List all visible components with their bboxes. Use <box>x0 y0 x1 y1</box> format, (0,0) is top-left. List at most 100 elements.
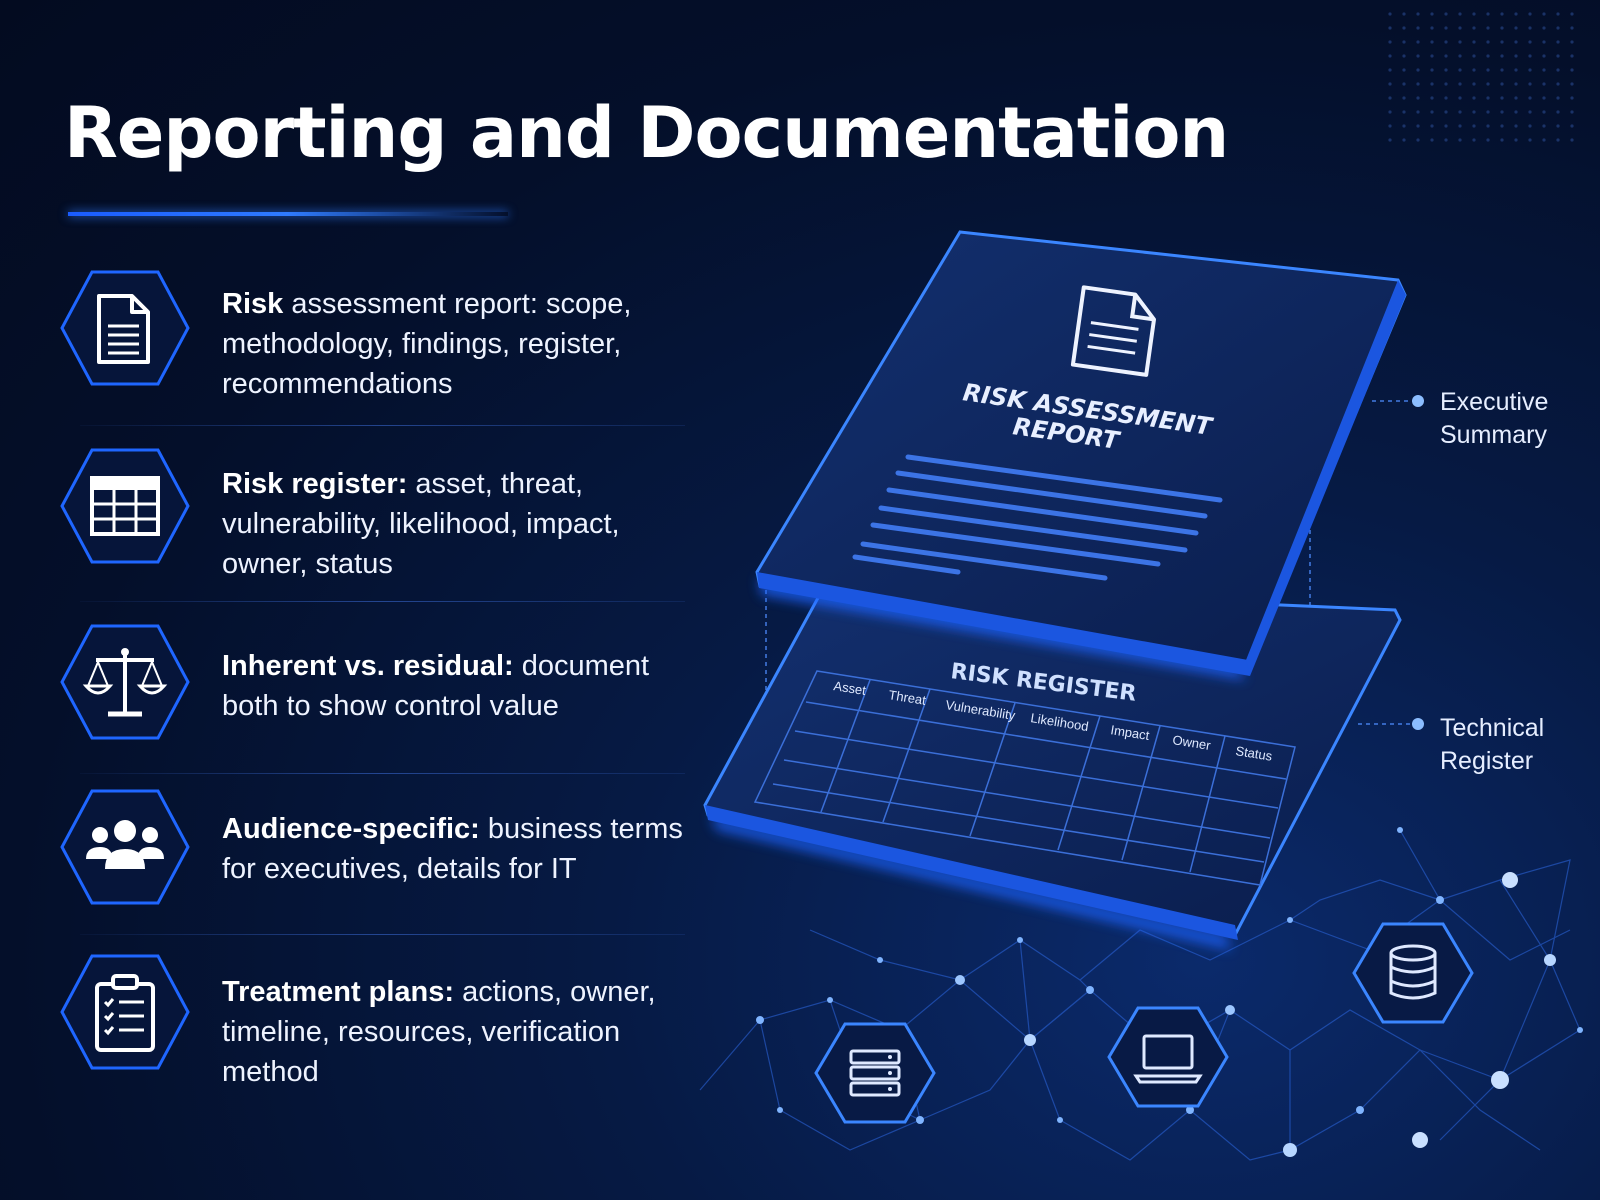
grid-dot <box>1500 12 1504 16</box>
report-text-lines <box>852 454 1223 581</box>
grid-dot <box>1500 138 1504 142</box>
grid-dot <box>1514 12 1518 16</box>
grid-dot <box>1472 54 1476 58</box>
grid-dot <box>1416 54 1420 58</box>
grid-dot <box>1514 68 1518 72</box>
grid-dot <box>1458 12 1462 16</box>
connector-dot <box>1412 395 1424 407</box>
grid-dot <box>1458 54 1462 58</box>
grid-dot <box>1388 26 1392 30</box>
column-header: Impact <box>1110 722 1151 743</box>
document-icon <box>1070 285 1156 377</box>
server-icon <box>814 1022 936 1124</box>
grid-dot <box>1458 110 1462 114</box>
grid-dot <box>1416 12 1420 16</box>
grid-dot <box>1416 138 1420 142</box>
item-text: Risk assessment report: scope, methodolo… <box>222 288 632 400</box>
grid-dot <box>1486 124 1490 128</box>
grid-dot <box>1570 54 1574 58</box>
register-grid <box>753 670 1296 886</box>
grid-dot <box>1444 12 1448 16</box>
grid-dot <box>1556 68 1560 72</box>
item-text: Audience-specific: business terms for ex… <box>222 813 683 885</box>
grid-dot <box>1486 26 1490 30</box>
grid-dot <box>1528 138 1532 142</box>
grid-dot <box>1514 54 1518 58</box>
grid-dot <box>1402 110 1406 114</box>
column-header: Threat <box>888 687 928 708</box>
grid-dot <box>1458 138 1462 142</box>
grid-dot <box>1556 54 1560 58</box>
grid-dot <box>1472 96 1476 100</box>
grid-dot <box>1528 124 1532 128</box>
column-header: Status <box>1235 743 1274 764</box>
grid-dot <box>1542 96 1546 100</box>
grid-dot <box>1570 138 1574 142</box>
connector-dot <box>1412 718 1424 730</box>
grid-dot <box>1514 124 1518 128</box>
grid-dot <box>1500 124 1504 128</box>
page-title: Reporting and Documentation <box>64 92 1229 174</box>
risk-register-card: RISK REGISTER Asset Threat Vulnerability… <box>703 583 1402 950</box>
grid-dot <box>1388 138 1392 142</box>
grid-dot <box>1528 12 1532 16</box>
grid-dot <box>1514 110 1518 114</box>
divider <box>80 425 685 426</box>
grid-dot <box>1514 138 1518 142</box>
column-header: Asset <box>833 678 868 698</box>
grid-dot <box>1388 96 1392 100</box>
grid-dot <box>1444 26 1448 30</box>
grid-dot <box>1472 12 1476 16</box>
grid-dot <box>1472 124 1476 128</box>
grid-dot <box>1514 96 1518 100</box>
grid-dot <box>1542 82 1546 86</box>
grid-dot <box>1472 82 1476 86</box>
grid-dot <box>1444 68 1448 72</box>
document-icon <box>60 270 190 386</box>
divider <box>80 773 685 774</box>
grid-dot <box>1528 96 1532 100</box>
item-text: Inherent vs. residual: document both to … <box>222 650 650 722</box>
grid-dot <box>1472 110 1476 114</box>
grid-dot <box>1444 54 1448 58</box>
grid-dot <box>1416 96 1420 100</box>
grid-dot <box>1472 138 1476 142</box>
grid-dot <box>1542 124 1546 128</box>
grid-dot <box>1430 110 1434 114</box>
grid-dot <box>1500 68 1504 72</box>
grid-dot <box>1388 40 1392 44</box>
risk-assessment-report-card: RISK ASSESSMENT REPORT <box>755 230 1407 680</box>
grid-dot <box>1402 68 1406 72</box>
grid-dot <box>1556 12 1560 16</box>
grid-dot <box>1444 40 1448 44</box>
grid-dot <box>1528 82 1532 86</box>
executive-summary-label: Executive Summary <box>1440 388 1549 449</box>
grid-dot <box>1514 40 1518 44</box>
grid-dot <box>1542 12 1546 16</box>
grid-dot <box>1430 68 1434 72</box>
grid-dot <box>1528 110 1532 114</box>
column-header: Owner <box>1172 732 1213 753</box>
grid-dot <box>1542 54 1546 58</box>
grid-dot <box>1486 110 1490 114</box>
grid-dot <box>1528 26 1532 30</box>
grid-dot <box>1570 110 1574 114</box>
grid-dot <box>1556 40 1560 44</box>
grid-dot <box>1430 124 1434 128</box>
grid-dot <box>1458 82 1462 86</box>
grid-dot <box>1570 12 1574 16</box>
grid-dot <box>1486 138 1490 142</box>
grid-dot <box>1528 40 1532 44</box>
grid-dot <box>1542 110 1546 114</box>
grid-dot <box>1388 82 1392 86</box>
grid-dot <box>1472 40 1476 44</box>
grid-dot <box>1402 26 1406 30</box>
grid-dot <box>1570 40 1574 44</box>
grid-dot <box>1416 124 1420 128</box>
grid-dot <box>1500 82 1504 86</box>
grid-dot <box>1556 82 1560 86</box>
grid-dot <box>1402 54 1406 58</box>
grid-dot <box>1416 40 1420 44</box>
item-text: Risk register: asset, threat, vulnerabil… <box>222 468 620 580</box>
